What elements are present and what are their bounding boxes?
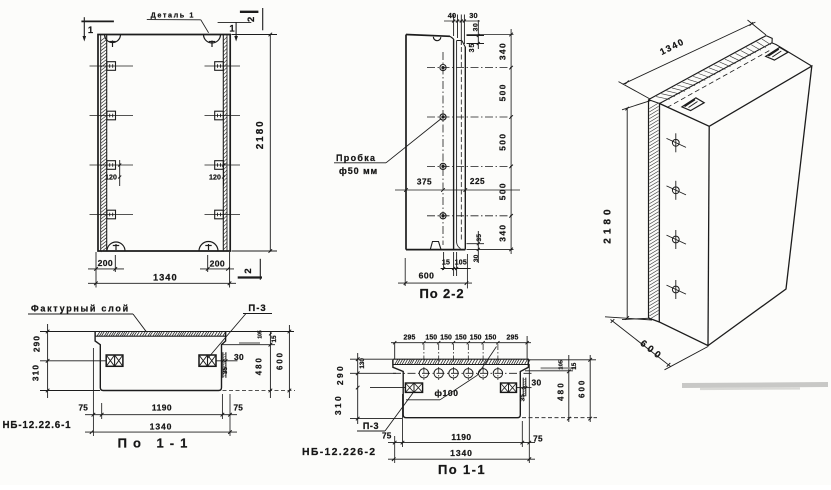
svg-text:30: 30 — [473, 254, 480, 262]
svg-text:30: 30 — [469, 11, 478, 20]
svg-text:Пробка: Пробка — [336, 153, 376, 163]
svg-text:290: 290 — [335, 364, 345, 385]
svg-text:2: 2 — [246, 17, 257, 22]
svg-text:По 1-1: По 1-1 — [118, 436, 194, 451]
svg-text:600: 600 — [419, 270, 435, 280]
svg-text:35: 35 — [476, 234, 483, 242]
svg-text:2: 2 — [243, 268, 254, 273]
svg-text:120: 120 — [105, 175, 117, 182]
svg-text:По 1-1: По 1-1 — [438, 462, 486, 477]
svg-text:105: 105 — [559, 359, 565, 369]
svg-text:150: 150 — [455, 335, 467, 342]
svg-text:НБ-12.22.6-1: НБ-12.22.6-1 — [3, 420, 72, 431]
svg-text:15: 15 — [271, 335, 278, 343]
svg-text:НБ-12.226-2: НБ-12.226-2 — [302, 446, 376, 458]
svg-text:1: 1 — [88, 25, 94, 36]
svg-text:1: 1 — [229, 24, 235, 35]
svg-text:1340: 1340 — [150, 422, 173, 432]
svg-text:15: 15 — [571, 362, 578, 370]
svg-text:340: 340 — [497, 42, 507, 60]
svg-text:120: 120 — [209, 175, 221, 182]
svg-text:200: 200 — [210, 258, 225, 268]
svg-text:295: 295 — [506, 335, 518, 342]
svg-text:105: 105 — [258, 330, 264, 339]
svg-text:150: 150 — [470, 335, 482, 342]
svg-text:40: 40 — [448, 11, 457, 20]
svg-text:600: 600 — [578, 379, 587, 398]
svg-text:30: 30 — [532, 378, 542, 388]
svg-text:1190: 1190 — [451, 432, 471, 442]
svg-text:Фактурный слой: Фактурный слой — [31, 304, 130, 314]
svg-text:ф50 мм: ф50 мм — [339, 166, 378, 176]
svg-text:105: 105 — [455, 259, 467, 266]
svg-text:Деталь 1: Деталь 1 — [151, 11, 195, 20]
svg-text:500: 500 — [497, 133, 507, 151]
svg-text:295: 295 — [403, 335, 415, 342]
svg-text:75: 75 — [533, 435, 543, 444]
svg-text:225: 225 — [470, 177, 485, 186]
svg-text:310: 310 — [32, 364, 41, 381]
svg-text:35: 35 — [469, 43, 476, 53]
svg-text:2180: 2180 — [255, 119, 266, 149]
svg-text:30: 30 — [473, 23, 480, 32]
svg-text:480: 480 — [254, 356, 263, 375]
svg-text:600: 600 — [276, 351, 285, 370]
svg-text:200: 200 — [98, 258, 113, 268]
svg-text:340: 340 — [497, 224, 507, 242]
svg-text:75: 75 — [382, 431, 392, 440]
svg-text:75: 75 — [78, 403, 88, 412]
svg-text:310: 310 — [333, 394, 343, 415]
svg-text:35: 35 — [222, 367, 229, 375]
svg-text:2180: 2180 — [603, 205, 614, 243]
svg-text:500: 500 — [497, 182, 507, 200]
svg-text:150: 150 — [425, 335, 437, 342]
svg-text:75: 75 — [233, 404, 243, 413]
svg-text:1340: 1340 — [153, 273, 178, 283]
svg-text:150: 150 — [485, 335, 497, 342]
svg-text:П-3: П-3 — [248, 303, 266, 314]
svg-text:480: 480 — [557, 381, 566, 401]
svg-text:15: 15 — [442, 259, 450, 266]
svg-text:30: 30 — [234, 352, 244, 362]
svg-text:150: 150 — [440, 335, 452, 342]
svg-text:500: 500 — [497, 83, 507, 101]
svg-text:375: 375 — [417, 178, 432, 187]
svg-text:1190: 1190 — [152, 402, 172, 412]
svg-text:По 2-2: По 2-2 — [419, 286, 464, 301]
svg-text:130: 130 — [359, 358, 366, 369]
svg-text:290: 290 — [33, 335, 42, 352]
svg-text:35: 35 — [520, 394, 527, 402]
svg-text:1340: 1340 — [450, 448, 473, 458]
svg-text:П-3: П-3 — [363, 421, 379, 431]
